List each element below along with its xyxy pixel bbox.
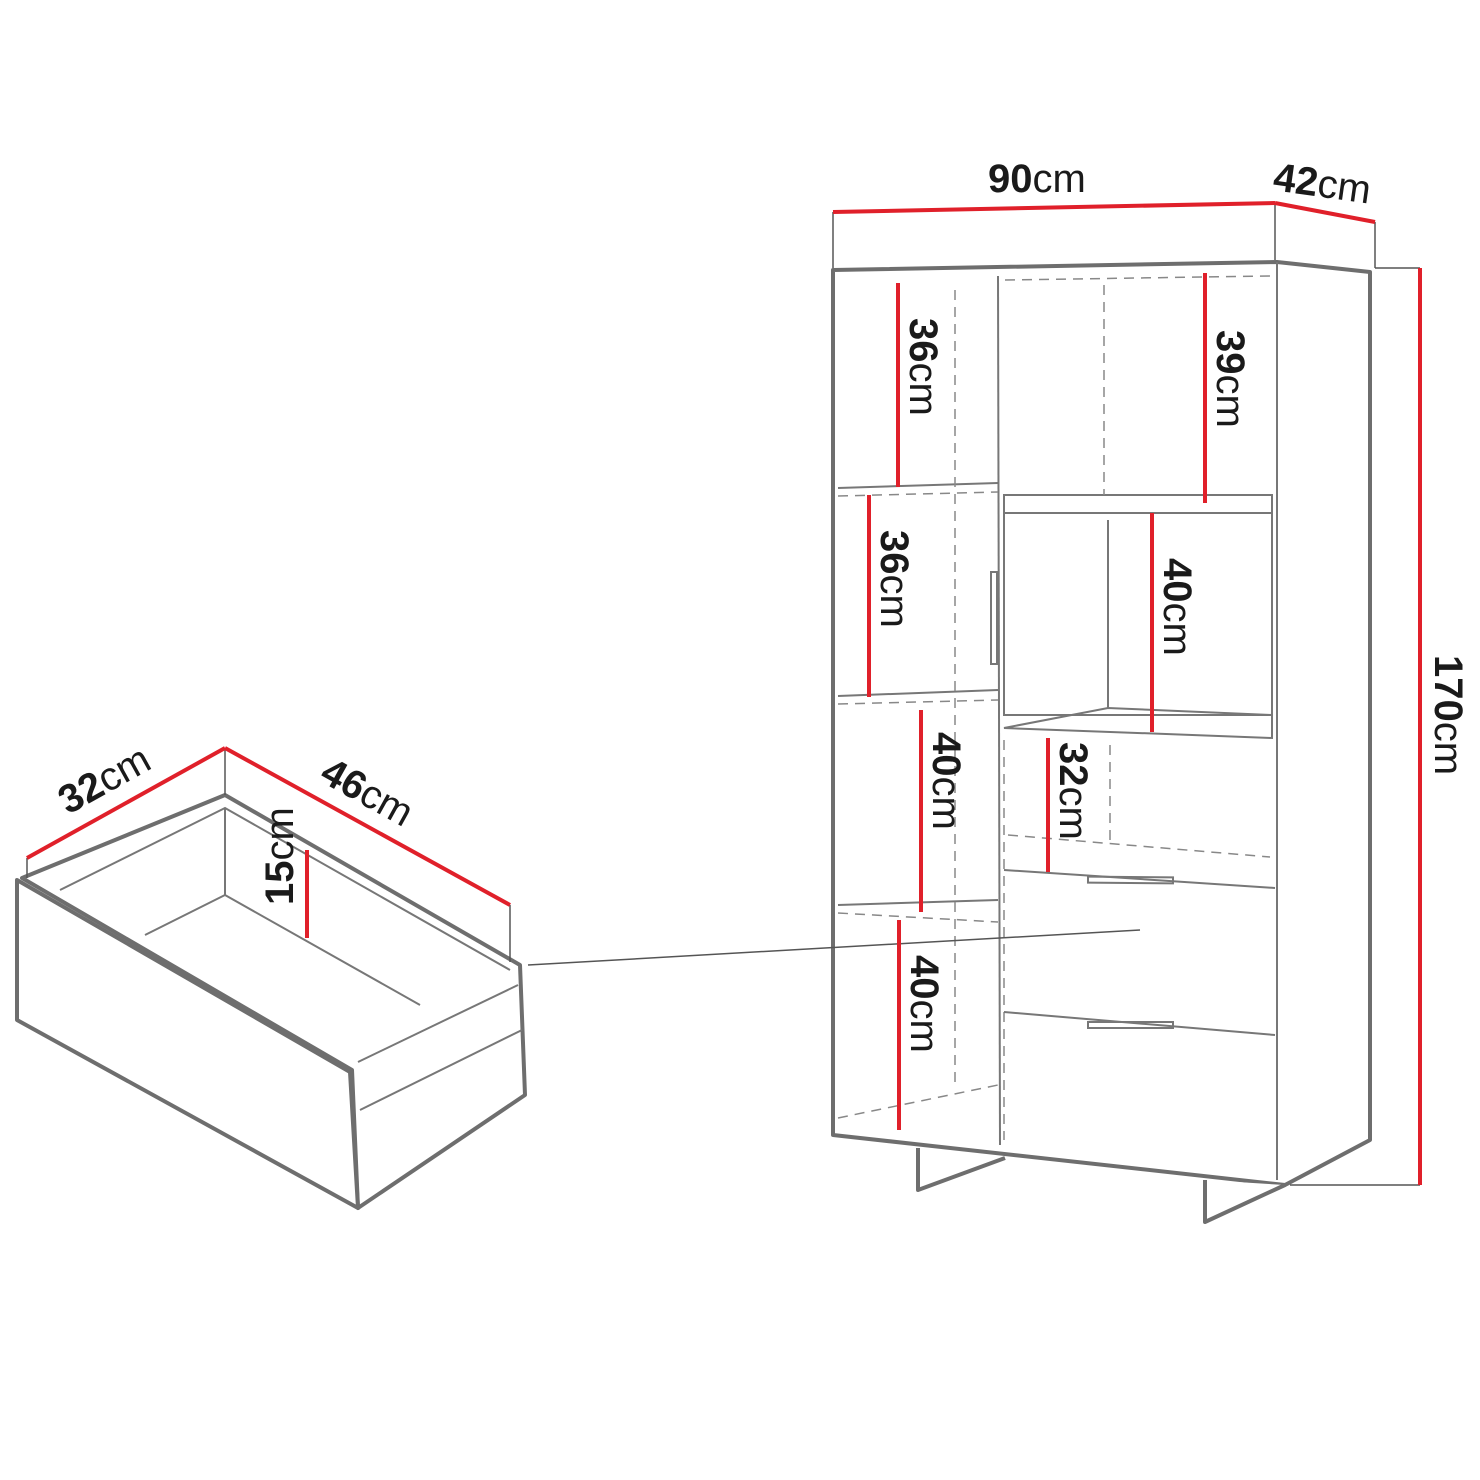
- compartment-label: 36cm: [901, 318, 945, 416]
- compartment-label: 40cm: [902, 955, 946, 1053]
- drawer-drawing: [15, 748, 1141, 1210]
- dimension-lines: [26, 201, 1422, 1185]
- cabinet-height-label: 170cm: [1426, 655, 1470, 775]
- drawer-front: [15, 878, 360, 1210]
- cabinet-depth-label: 42cm: [1271, 155, 1374, 212]
- cabinet-drawing: [831, 203, 1420, 1224]
- drawer-width-label: 32cm: [51, 737, 158, 823]
- drawer-height-label: 15cm: [258, 807, 302, 905]
- compartment-label: 40cm: [1155, 558, 1199, 656]
- compartment-label: 32cm: [1051, 742, 1095, 840]
- compartment-label: 40cm: [924, 732, 968, 830]
- compartment-label: 39cm: [1208, 330, 1252, 428]
- cabinet-width-label: 90cm: [988, 157, 1086, 201]
- leader-line: [527, 929, 1141, 966]
- drawer-depth-label: 46cm: [314, 749, 421, 835]
- compartment-label: 36cm: [872, 530, 916, 628]
